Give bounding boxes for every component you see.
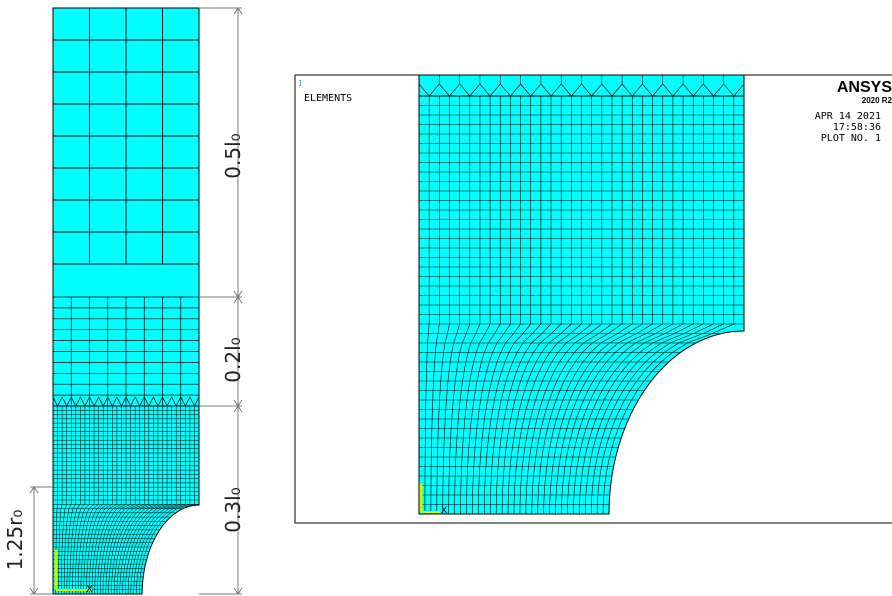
right-axis-triad: X [419,484,447,516]
right-axis-x-label: X [441,506,447,516]
left-mesh-model: X [52,7,200,595]
left-axis-triad: X [54,550,93,595]
ansys-version: 2020 R2 [862,96,892,105]
plot-number: PLOT NO. 1 [821,133,881,144]
plot-date: APR 14 2021 [815,111,881,122]
left-axis-x-label: X [86,584,93,595]
middle-mesh-lines [52,296,200,407]
dimension-label-upper: 0.5l₀ [221,133,245,178]
plot-time: 17:58:36 [833,122,881,133]
plot-title: ELEMENTS [304,93,352,104]
lower-mesh-lines [53,406,199,595]
ansys-plot-window: 1 ELEMENTS ANSYS 2020 R2 APR 14 2021 17:… [294,74,892,524]
dimension-label-radius: 1.25r₀ [3,510,27,571]
dimension-lines [29,7,243,595]
dimension-label-lower: 0.3l₀ [221,487,245,532]
zoom-mesh-lines [418,75,745,515]
ansys-logo: ANSYS [837,79,892,96]
dimension-labels: 0.5l₀ 0.2l₀ 0.3l₀ 1.25r₀ [3,133,245,570]
dimension-label-middle: 0.2l₀ [221,337,245,382]
plot-window-number: 1 [298,79,303,88]
